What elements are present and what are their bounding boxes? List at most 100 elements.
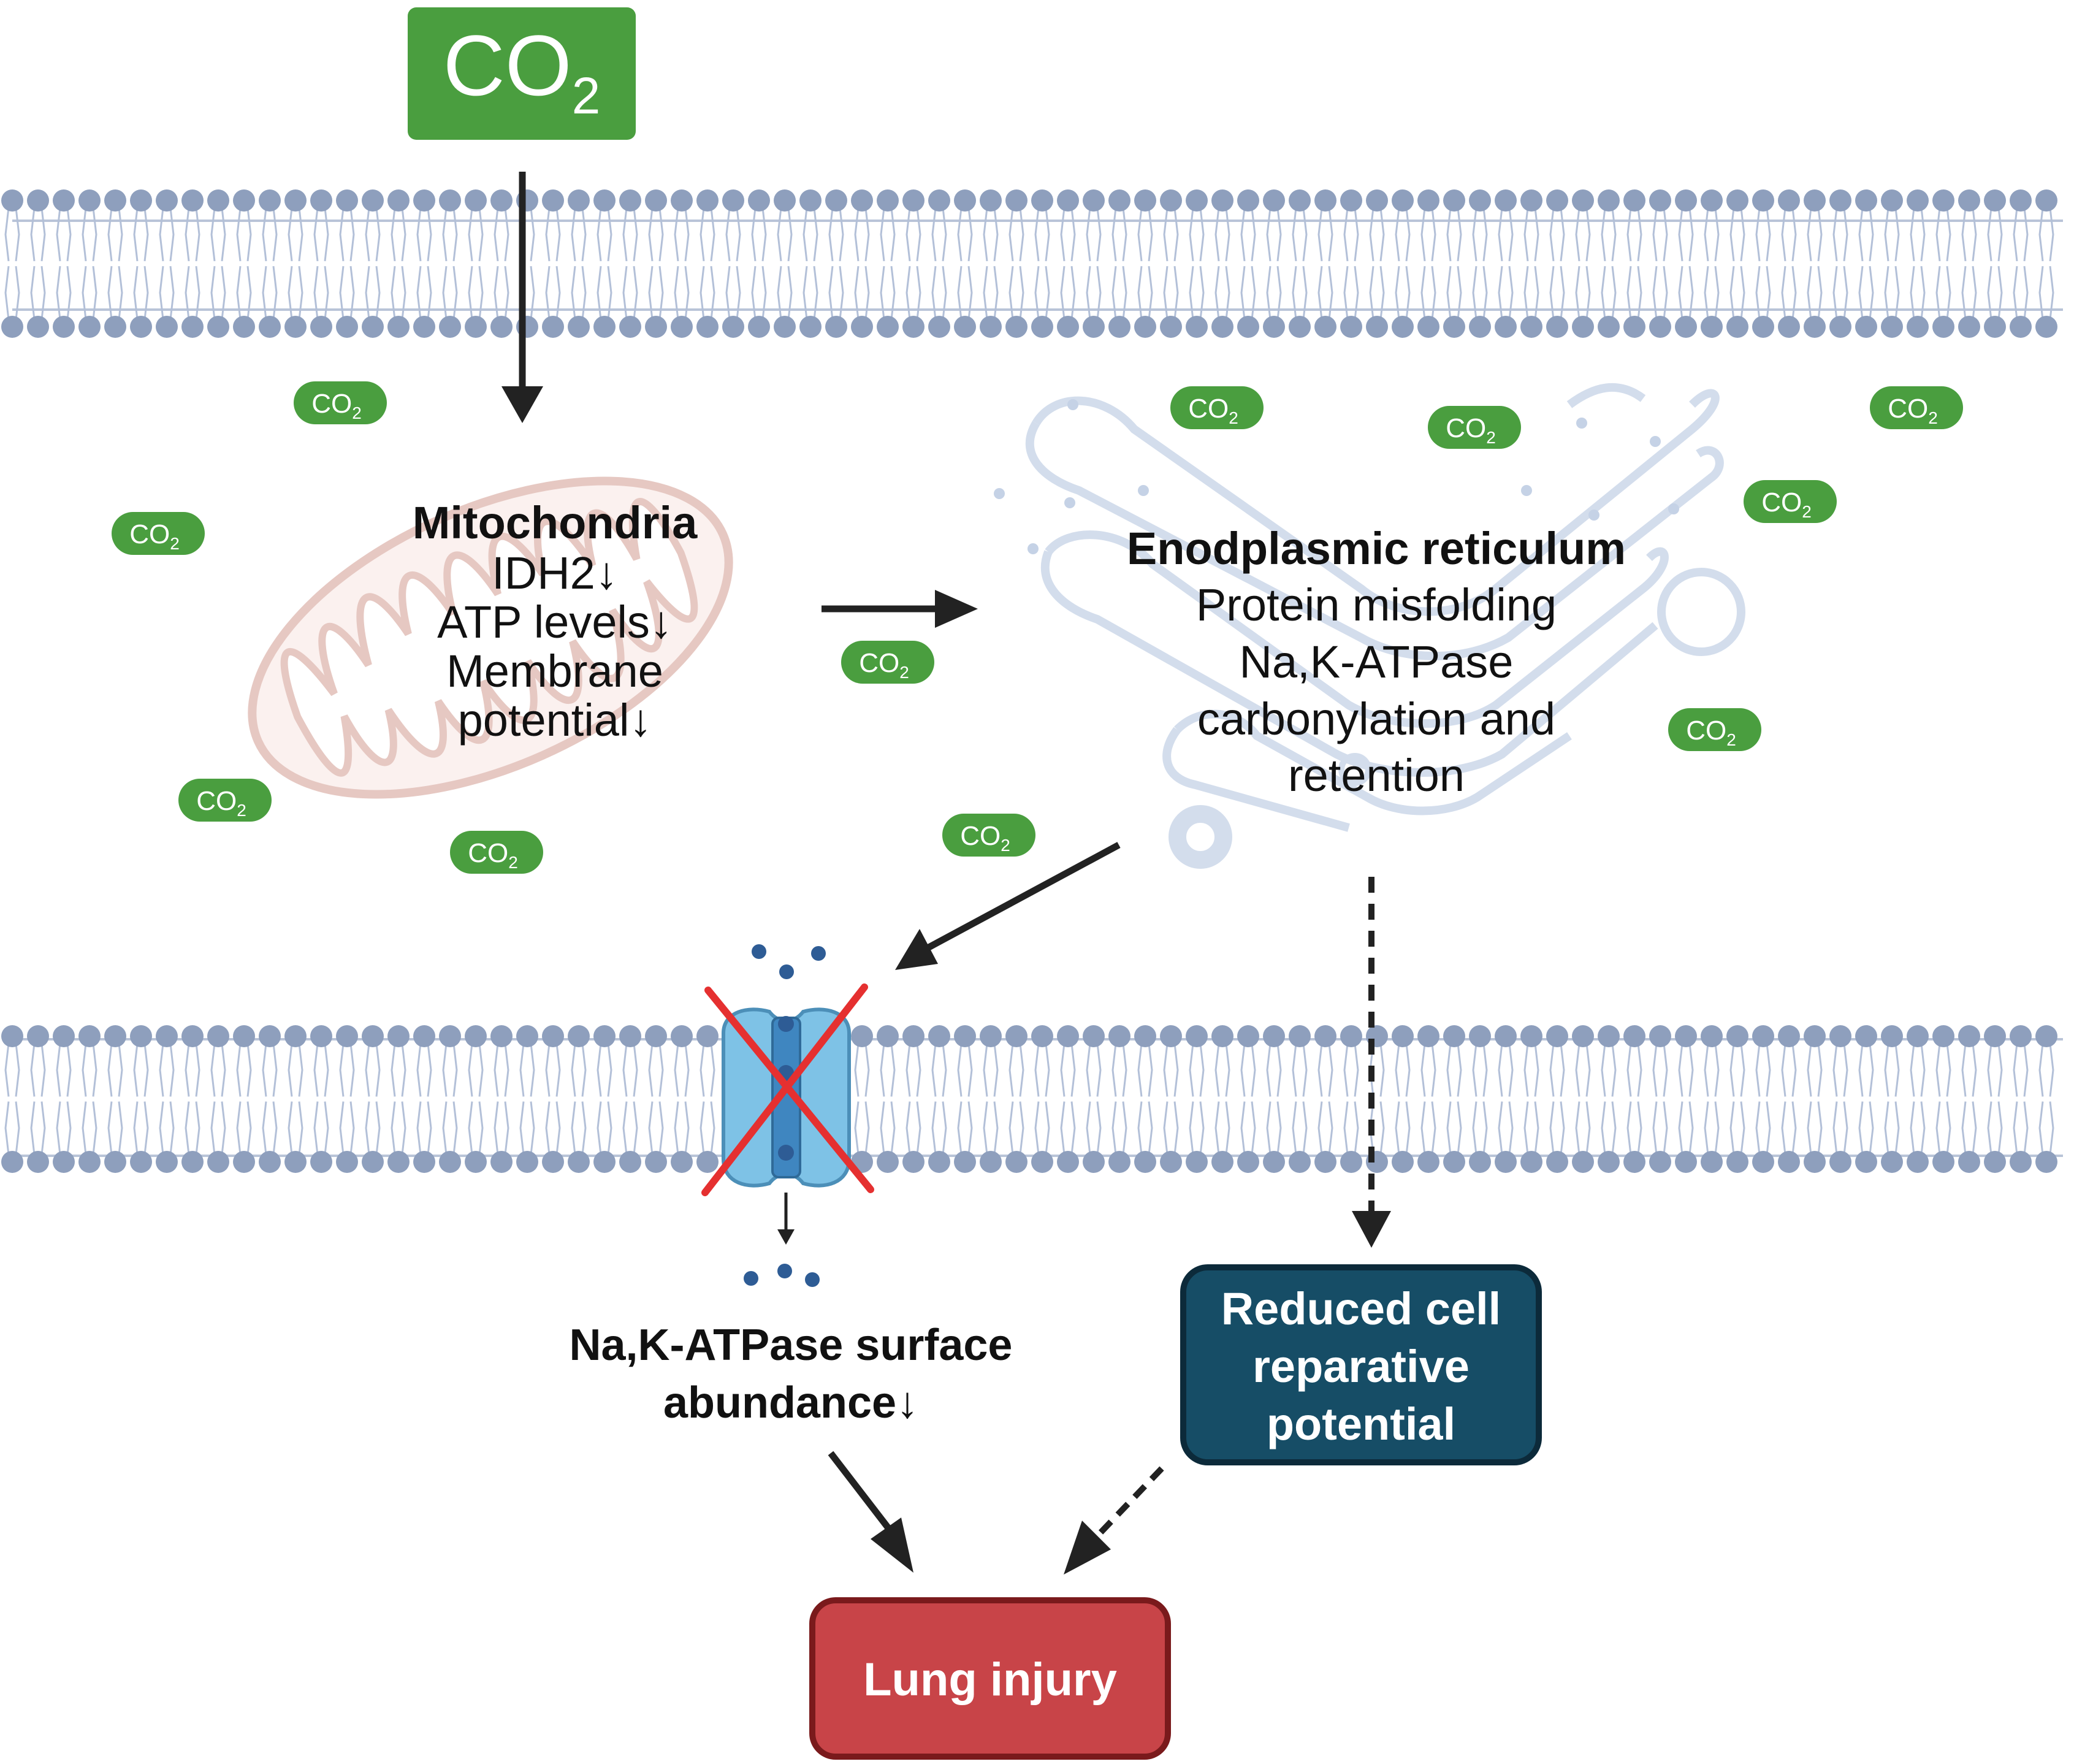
lipid-head bbox=[568, 316, 590, 338]
lipid-head bbox=[1392, 189, 1414, 212]
lipid-head bbox=[1520, 1025, 1542, 1047]
lipid-head bbox=[1932, 1151, 1954, 1173]
lipid-head bbox=[1469, 1151, 1491, 1173]
lipid-head bbox=[1108, 1151, 1130, 1173]
lipid-head bbox=[1881, 316, 1903, 338]
lipid-head bbox=[233, 316, 255, 338]
repair-line-2: reparative bbox=[1252, 1341, 1470, 1392]
lipid-head bbox=[1726, 1025, 1748, 1047]
lipid-head bbox=[1392, 1151, 1414, 1173]
lipid-head bbox=[336, 1025, 358, 1047]
co2-badge-label: CO2 bbox=[1188, 394, 1238, 427]
lipid-head bbox=[1443, 1151, 1465, 1173]
lipid-head bbox=[1211, 316, 1233, 338]
lipid-head bbox=[53, 189, 75, 212]
lipid-head bbox=[1572, 1025, 1594, 1047]
lipid-head bbox=[928, 1025, 950, 1047]
lipid-head bbox=[954, 316, 976, 338]
lipid-head bbox=[1469, 189, 1491, 212]
lipid-head bbox=[104, 1151, 126, 1173]
lipid-head bbox=[568, 189, 590, 212]
arrow-er-to-pump bbox=[895, 842, 1121, 970]
lipid-head bbox=[259, 1025, 281, 1047]
er-ribosomes bbox=[994, 399, 1679, 554]
lipid-head bbox=[1108, 316, 1130, 338]
lipid-head bbox=[1134, 1151, 1156, 1173]
ion-dots-bottom bbox=[744, 1264, 820, 1287]
lipid-head bbox=[1675, 1025, 1697, 1047]
lipid-head bbox=[1881, 1025, 1903, 1047]
lipid-head bbox=[1417, 1151, 1439, 1173]
lipid-head bbox=[696, 316, 719, 338]
lipid-head bbox=[1495, 1151, 1517, 1173]
lipid-head bbox=[1752, 316, 1774, 338]
lipid-head bbox=[568, 1025, 590, 1047]
lipid-head bbox=[156, 1025, 178, 1047]
lipid-head bbox=[1804, 189, 1826, 212]
lipid-head bbox=[2035, 189, 2057, 212]
lipid-head bbox=[1469, 316, 1491, 338]
lipid-head bbox=[1263, 316, 1285, 338]
lipid-head bbox=[104, 316, 126, 338]
lipid-head bbox=[1134, 1025, 1156, 1047]
lipid-head bbox=[1958, 316, 1980, 338]
co2-badge-label: CO2 bbox=[859, 648, 909, 682]
lipid-head bbox=[413, 1025, 435, 1047]
co2-badge: CO2 bbox=[1744, 480, 1837, 523]
lipid-head bbox=[1726, 316, 1748, 338]
er-title: Enodplasmic reticulum bbox=[1127, 523, 1626, 574]
lipid-head bbox=[542, 189, 564, 212]
repair-line-1: Reduced cell bbox=[1221, 1283, 1501, 1334]
lipid-head bbox=[490, 1151, 513, 1173]
co2-badge: CO2 bbox=[841, 641, 934, 684]
lipid-head bbox=[156, 316, 178, 338]
lipid-head bbox=[284, 1025, 307, 1047]
lipid-head bbox=[1649, 1025, 1671, 1047]
lipid-head bbox=[130, 189, 152, 212]
lipid-head bbox=[1804, 1025, 1826, 1047]
lipid-head bbox=[1623, 189, 1645, 212]
lipid-head bbox=[954, 1025, 976, 1047]
er-line-2: Na,K-ATPase bbox=[1240, 636, 1514, 687]
lipid-head bbox=[53, 316, 75, 338]
lipid-head bbox=[1057, 189, 1079, 212]
lipid-head bbox=[1984, 316, 2006, 338]
lipid-head bbox=[78, 316, 101, 338]
lipid-head bbox=[413, 1151, 435, 1173]
lipid-head bbox=[130, 1151, 152, 1173]
lipid-head bbox=[1211, 1025, 1233, 1047]
lipid-head bbox=[1469, 1025, 1491, 1047]
lipid-head bbox=[1314, 189, 1336, 212]
lipid-head bbox=[1726, 189, 1748, 212]
lipid-head bbox=[1881, 189, 1903, 212]
mitochondria-title: Mitochondria bbox=[413, 497, 698, 548]
lipid-head bbox=[1623, 1151, 1645, 1173]
lipid-head bbox=[156, 1151, 178, 1173]
lipid-head bbox=[1314, 316, 1336, 338]
lipid-head bbox=[1160, 1151, 1182, 1173]
lipid-head bbox=[1675, 189, 1697, 212]
lipid-head bbox=[1546, 189, 1568, 212]
lipid-head bbox=[130, 1025, 152, 1047]
lipid-head bbox=[1417, 1025, 1439, 1047]
lipid-head bbox=[774, 316, 796, 338]
lipid-head bbox=[27, 1025, 49, 1047]
arrow-mito-to-er bbox=[822, 590, 978, 628]
lipid-head bbox=[748, 189, 770, 212]
lipid-head bbox=[362, 316, 384, 338]
lipid-head bbox=[1495, 189, 1517, 212]
lipid-head bbox=[27, 189, 49, 212]
lipid-head bbox=[1598, 316, 1620, 338]
lipid-head bbox=[1701, 316, 1723, 338]
lipid-head bbox=[233, 189, 255, 212]
lipid-head bbox=[78, 1151, 101, 1173]
co2-badge: CO2 bbox=[1870, 386, 1963, 429]
lipid-head bbox=[387, 1025, 410, 1047]
lipid-head bbox=[928, 316, 950, 338]
co2-badge-label: CO2 bbox=[311, 389, 362, 422]
lipid-head bbox=[387, 1151, 410, 1173]
lipid-head bbox=[1263, 189, 1285, 212]
lipid-head bbox=[980, 316, 1002, 338]
lipid-head bbox=[1289, 316, 1311, 338]
lipid-head bbox=[1417, 189, 1439, 212]
